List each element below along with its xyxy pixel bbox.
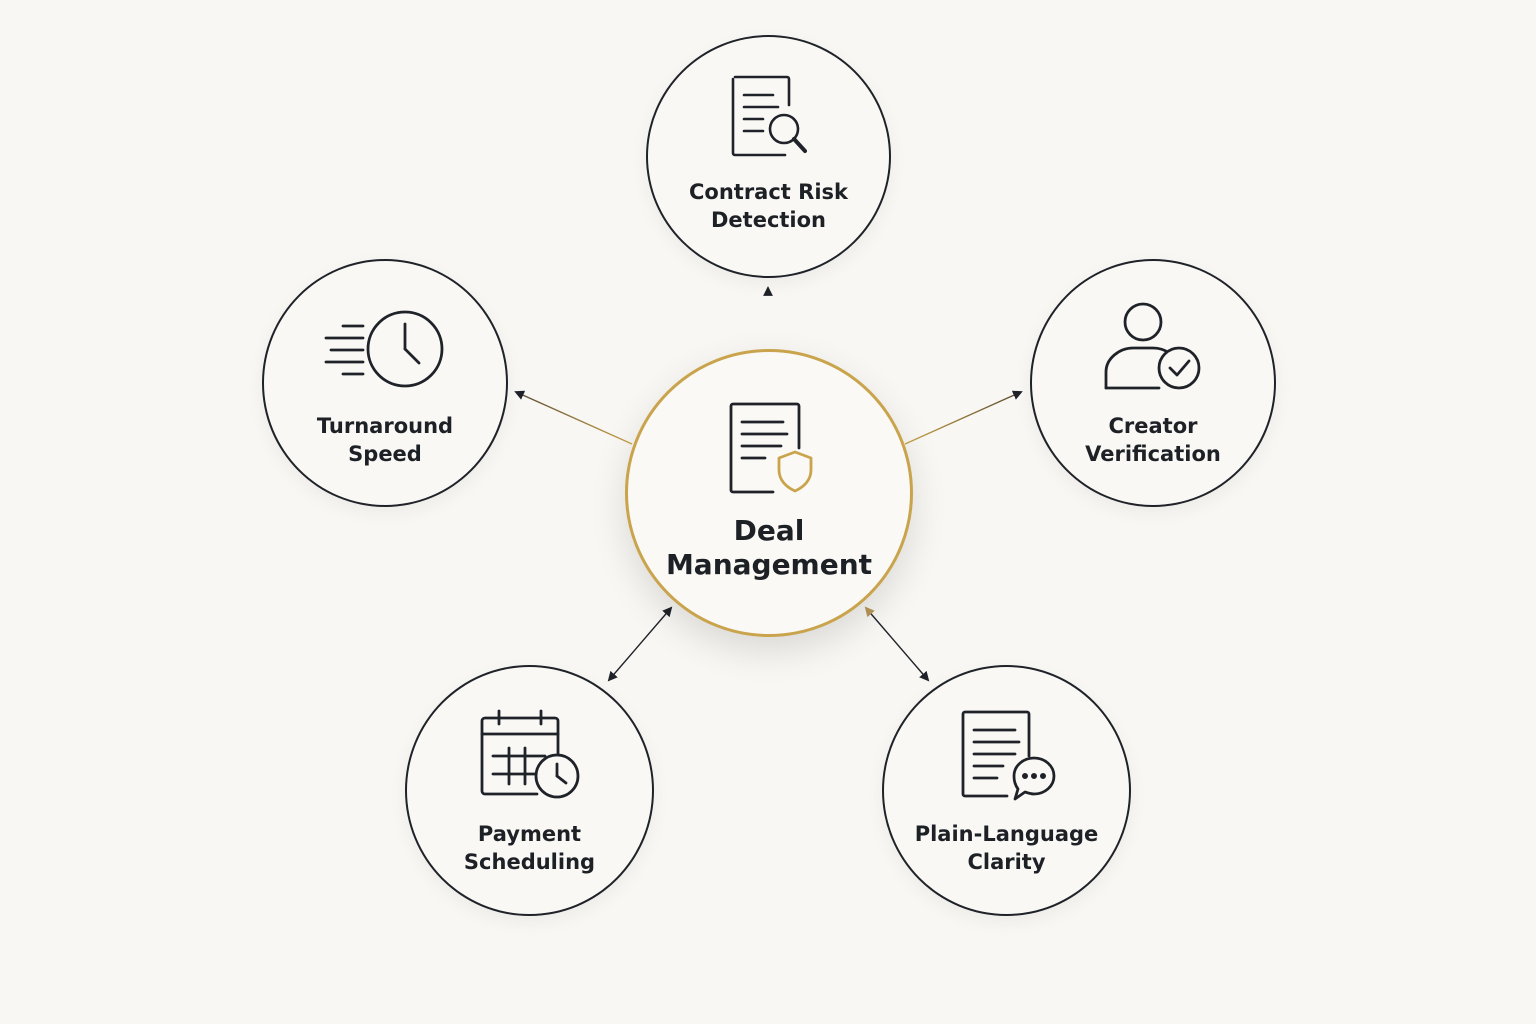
node-label-line-2: Scheduling bbox=[463, 850, 596, 874]
node-contract-risk-detection: Contract Risk Detection bbox=[646, 35, 891, 278]
document-shield-icon bbox=[729, 402, 813, 494]
connector-left bbox=[514, 390, 633, 445]
calendar-clock-icon bbox=[480, 709, 579, 799]
document-chat-icon bbox=[961, 710, 1055, 801]
node-label: Payment Scheduling bbox=[407, 820, 652, 876]
node-turnaround-speed: Turnaround Speed bbox=[262, 259, 508, 507]
node-payment-scheduling: Payment Scheduling bbox=[405, 665, 654, 916]
node-deal-management: Deal Management bbox=[625, 349, 913, 637]
center-label-line-1: Deal bbox=[733, 514, 805, 547]
node-label: Turnaround Speed bbox=[264, 412, 506, 468]
node-label-line-2: Speed bbox=[348, 442, 422, 466]
node-label-line-2: Verification bbox=[1085, 442, 1221, 466]
node-label-line-1: Plain-Language bbox=[914, 822, 1099, 846]
node-label-line-1: Contract Risk bbox=[689, 180, 848, 204]
node-label-line-1: Payment bbox=[477, 822, 582, 846]
node-creator-verification: Creator Verification bbox=[1030, 259, 1276, 507]
node-label-line-1: Turnaround bbox=[316, 414, 454, 438]
node-label-line-1: Creator bbox=[1108, 414, 1198, 438]
connector-bottom-left bbox=[607, 606, 673, 682]
connector-right bbox=[904, 390, 1023, 445]
node-label-line-2: Clarity bbox=[967, 850, 1046, 874]
connector-bottom-right bbox=[864, 606, 930, 682]
center-label: Deal Management bbox=[628, 514, 910, 582]
document-magnifier-icon bbox=[731, 75, 807, 157]
user-check-icon bbox=[1104, 302, 1201, 390]
node-plain-language-clarity: Plain-Language Clarity bbox=[882, 665, 1131, 916]
node-label: Plain-Language Clarity bbox=[884, 820, 1129, 876]
center-label-line-2: Management bbox=[665, 548, 873, 581]
node-label: Contract Risk Detection bbox=[648, 178, 889, 234]
node-label-line-2: Detection bbox=[710, 208, 827, 232]
node-label: Creator Verification bbox=[1032, 412, 1274, 468]
fast-clock-icon bbox=[324, 310, 444, 388]
